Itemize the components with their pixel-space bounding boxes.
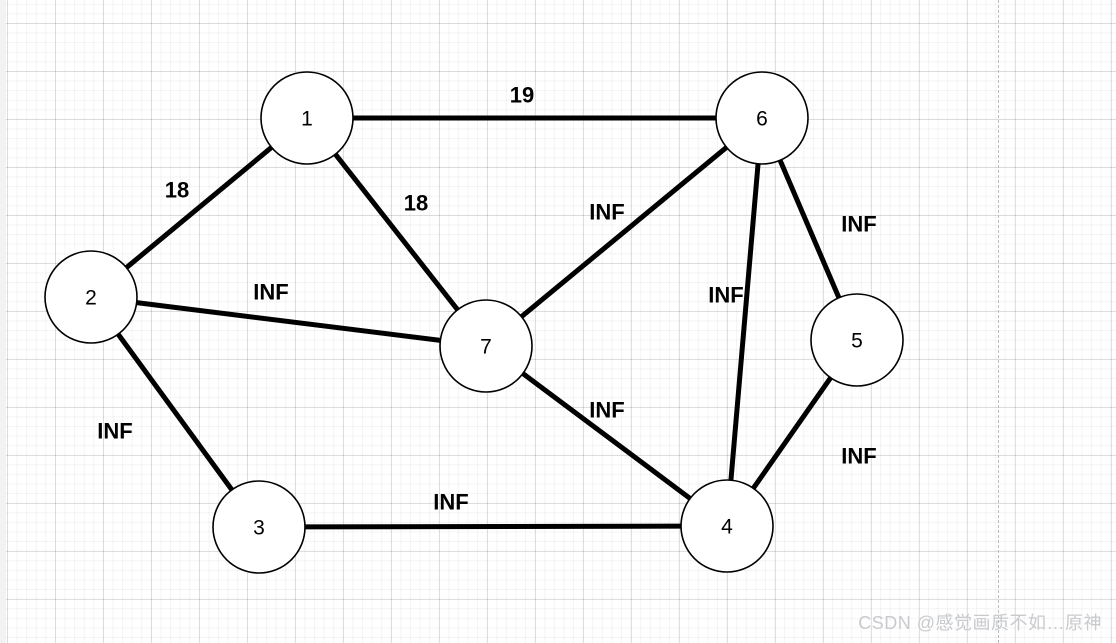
edge-weight-label-1-6: 19 bbox=[510, 83, 534, 108]
graph-node-5[interactable]: 5 bbox=[810, 293, 904, 387]
graph-edge-6-4 bbox=[728, 160, 761, 484]
node-circle-3 bbox=[212, 480, 306, 574]
graph-edge-1-7 bbox=[332, 150, 461, 314]
edge-weight-label-6-5: INF bbox=[841, 212, 876, 237]
graph-edge-4-5 bbox=[750, 374, 834, 492]
graph-node-2[interactable]: 2 bbox=[44, 250, 138, 344]
graph-edge-6-5 bbox=[777, 156, 842, 302]
graph-edge-3-4 bbox=[301, 523, 685, 530]
node-label-5: 5 bbox=[851, 330, 863, 353]
graph-edge-1-2 bbox=[123, 144, 275, 271]
node-label-4: 4 bbox=[721, 516, 733, 539]
edge-weight-label-6-7: INF bbox=[589, 200, 624, 225]
graph-edge-6-7 bbox=[518, 144, 730, 320]
node-circle-4 bbox=[680, 479, 774, 573]
edge-weight-label-4-5: INF bbox=[841, 444, 876, 469]
edge-weight-label-3-4: INF bbox=[433, 490, 468, 515]
edges-layer bbox=[115, 115, 842, 530]
csdn-watermark: CSDN @感觉画质不如…原神 bbox=[858, 613, 1102, 633]
graph-node-6[interactable]: 6 bbox=[715, 71, 809, 165]
nodes-layer: 1 2 3 4 5 6 7 bbox=[44, 71, 904, 574]
node-circle-7 bbox=[439, 299, 533, 393]
edge-weight-label-2-3: INF bbox=[97, 419, 132, 444]
graph-edge-2-3 bbox=[115, 330, 235, 494]
node-circle-2 bbox=[44, 250, 138, 344]
node-circle-5 bbox=[810, 293, 904, 387]
graph-node-1[interactable]: 1 bbox=[260, 71, 354, 165]
node-label-2: 2 bbox=[85, 287, 97, 310]
edge-weight-label-1-2: 18 bbox=[165, 178, 189, 203]
node-label-3: 3 bbox=[253, 517, 265, 540]
graph-edge-2-7 bbox=[133, 300, 444, 343]
graph-node-3[interactable]: 3 bbox=[212, 480, 306, 574]
page-break-dashed-line bbox=[998, 0, 999, 643]
node-label-7: 7 bbox=[480, 336, 492, 359]
graph-node-4[interactable]: 4 bbox=[680, 479, 774, 573]
edge-weight-label-6-4: INF bbox=[708, 283, 743, 308]
node-circle-1 bbox=[260, 71, 354, 165]
node-label-1: 1 bbox=[301, 108, 313, 131]
graph-edge-7-4 bbox=[519, 370, 694, 502]
node-circle-6 bbox=[715, 71, 809, 165]
edge-weight-label-7-4: INF bbox=[589, 398, 624, 423]
graph-node-7[interactable]: 7 bbox=[439, 299, 533, 393]
edge-weight-label-1-7: 18 bbox=[404, 191, 428, 216]
edge-weight-label-2-7: INF bbox=[253, 280, 288, 305]
left-margin-strip bbox=[0, 0, 6, 643]
node-label-6: 6 bbox=[756, 108, 768, 131]
